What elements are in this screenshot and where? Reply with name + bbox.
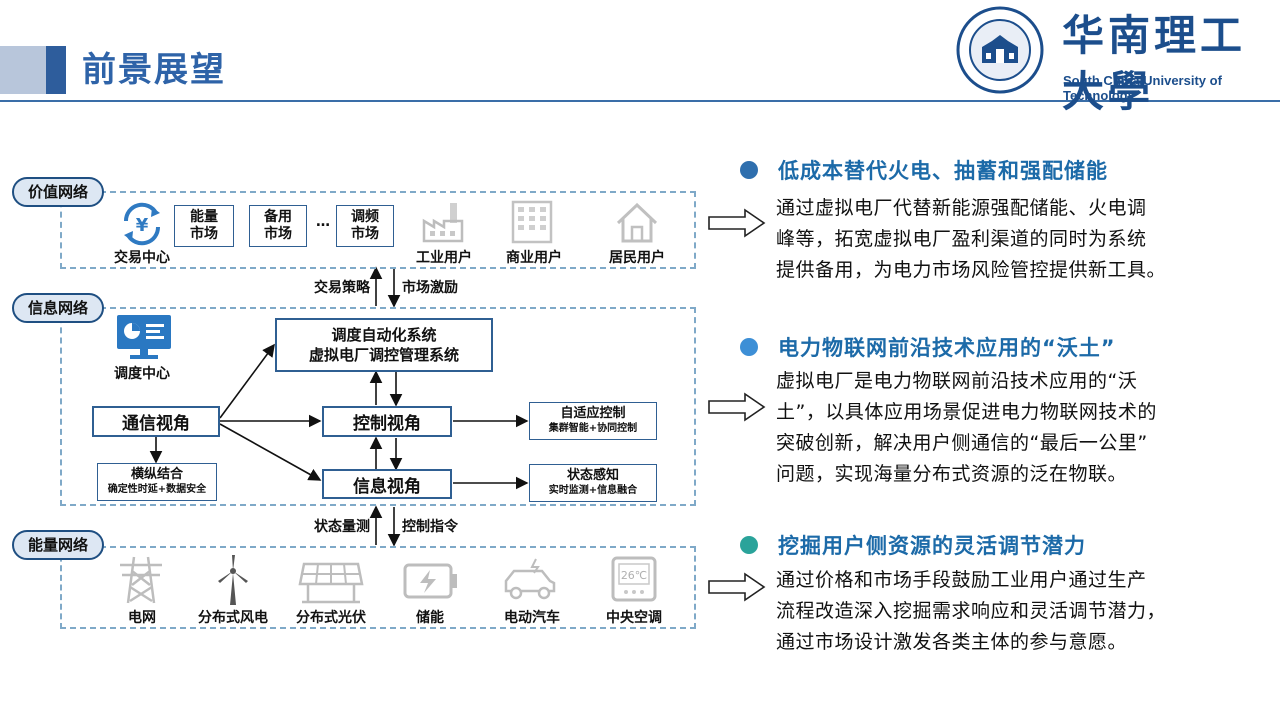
distributed-wind-label: 分布式风电 (198, 610, 268, 626)
market-line1: 调频 (351, 209, 379, 225)
adaptive-sub: 集群智能+协同控制 (548, 423, 638, 434)
control-label: 控制视角 (353, 414, 421, 434)
point-2-title: 电力物联网前沿技术应用的“沃土” (778, 336, 1116, 360)
system-line1: 调度自动化系统 (331, 326, 437, 344)
point-2-bullet (740, 338, 758, 356)
point-3-arrow-icon (708, 572, 766, 602)
market-ellipsis: … (316, 214, 330, 230)
value-network-label: 价值网络 (12, 177, 104, 207)
vertical-horizontal-box: 横纵结合 确定性时延+数据安全 (97, 463, 217, 501)
point-2-line: 突破创新，解决用户侧通信的“最后一公里” (776, 432, 1148, 454)
point-1-body: 通过虚拟电厂代替新能源强配储能、火电调 峰等，拓宽虚拟电厂盈利渠道的同时为系统 … (776, 193, 1256, 286)
point-2-line: 虚拟电厂是电力物联网前沿技术应用的“沃 (776, 370, 1138, 392)
trading-strategy-label: 交易策略 (314, 280, 370, 296)
vertical-sub: 确定性时延+数据安全 (107, 484, 207, 495)
storage-label: 储能 (416, 610, 444, 626)
reserve-market-box: 备用 市场 (249, 205, 307, 247)
info-network-label: 信息网络 (12, 293, 104, 323)
point-1-bullet (740, 161, 758, 179)
office-building-icon (511, 200, 553, 244)
header-divider (0, 100, 1280, 102)
info-view-box: 信息视角 (322, 469, 452, 499)
monitor-icon (117, 315, 171, 359)
air-conditioner-thermostat-icon: 26℃ (611, 556, 657, 602)
point-3-line: 流程改造深入挖掘需求响应和灵活调节潜力， (776, 600, 1167, 622)
dispatch-system-box: 调度自动化系统 虚拟电厂调控管理系统 (275, 318, 493, 372)
residential-user-label: 居民用户 (609, 250, 665, 266)
central-ac-label: 中央空调 (606, 610, 662, 626)
communication-view-box: 通信视角 (92, 406, 220, 437)
power-tower-icon (120, 556, 162, 604)
market-line2: 市场 (190, 226, 218, 242)
energy-market-box: 能量 市场 (174, 205, 234, 247)
market-line1: 能量 (190, 209, 218, 225)
energy-network-label: 能量网络 (12, 530, 104, 560)
vertical-main: 横纵结合 (130, 467, 183, 482)
point-1-line: 峰等，拓宽虚拟电厂盈利渠道的同时为系统 (776, 228, 1147, 250)
diagram-connectors (149, 266, 529, 547)
point-1-title: 低成本替代火电、抽蓄和强配储能 (778, 159, 1108, 183)
university-seal-icon (956, 6, 1044, 94)
market-line2: 市场 (264, 226, 292, 242)
header-accent-dark (46, 46, 66, 94)
control-view-box: 控制视角 (322, 406, 452, 437)
point-1-line: 通过虚拟电厂代替新能源强配储能、火电调 (776, 197, 1147, 219)
system-line2: 虚拟电厂调控管理系统 (308, 346, 459, 364)
university-logo-english: South China University of Technology (1063, 73, 1222, 103)
market-line2: 市场 (351, 226, 379, 242)
trade-center-label: 交易中心 (114, 250, 170, 266)
electric-car-icon (504, 558, 556, 600)
page-title: 前景展望 (82, 50, 226, 90)
sense-main: 状态感知 (566, 468, 619, 483)
wind-turbine-icon (218, 555, 248, 605)
dispatch-center-label: 调度中心 (114, 366, 170, 382)
factory-icon (422, 203, 464, 243)
value-network-frame (60, 191, 696, 269)
grid-label: 电网 (128, 610, 156, 626)
control-command-label: 控制指令 (402, 519, 458, 535)
point-3-line: 通过市场设计激发各类主体的参与意愿。 (776, 631, 1128, 653)
info-network-frame (60, 307, 696, 506)
currency-exchange-icon: ¥ (123, 202, 161, 246)
comm-label: 通信视角 (122, 414, 190, 434)
point-1-arrow-icon (708, 208, 766, 238)
point-3-bullet (740, 536, 758, 554)
commercial-user-label: 商业用户 (506, 250, 562, 266)
point-2-line: 土”，以具体应用场景促进电力物联网技术的 (776, 401, 1157, 423)
sense-sub: 实时监测+信息融合 (548, 485, 638, 496)
point-2-arrow-icon (708, 392, 766, 422)
svg-text:¥: ¥ (136, 215, 149, 236)
energy-network-frame (60, 546, 696, 629)
state-measurement-label: 状态量测 (314, 519, 370, 535)
house-icon (616, 202, 658, 243)
distributed-pv-label: 分布式光伏 (296, 610, 366, 626)
market-incentive-label: 市场激励 (402, 280, 458, 296)
point-2-line: 问题，实现海量分布式资源的泛在物联。 (776, 463, 1128, 485)
battery-icon (403, 563, 457, 599)
thermostat-display: 26℃ (621, 569, 647, 582)
electric-vehicle-label: 电动汽车 (504, 610, 560, 626)
frequency-market-box: 调频 市场 (336, 205, 394, 247)
state-sensing-box: 状态感知 实时监测+信息融合 (529, 464, 657, 502)
point-3-body: 通过价格和市场手段鼓励工业用户通过生产 流程改造深入挖掘需求响应和灵活调节潜力，… (776, 565, 1256, 658)
market-line1: 备用 (264, 209, 292, 225)
point-1-line: 提供备用，为电力市场风险管控提供新工具。 (776, 259, 1167, 281)
info-label: 信息视角 (353, 476, 421, 497)
point-3-line: 通过价格和市场手段鼓励工业用户通过生产 (776, 569, 1147, 591)
university-logo-chinese: 华南理工大學 (1062, 11, 1247, 116)
industrial-user-label: 工业用户 (416, 250, 472, 266)
point-2-body: 虚拟电厂是电力物联网前沿技术应用的“沃 土”，以具体应用场景促进电力物联网技术的… (776, 366, 1256, 490)
adaptive-main: 自适应控制 (560, 406, 626, 421)
solar-panel-icon (298, 562, 364, 604)
header-accent-light (0, 46, 46, 94)
adaptive-control-box: 自适应控制 集群智能+协同控制 (529, 402, 657, 440)
point-3-title: 挖掘用户侧资源的灵活调节潜力 (778, 534, 1086, 558)
